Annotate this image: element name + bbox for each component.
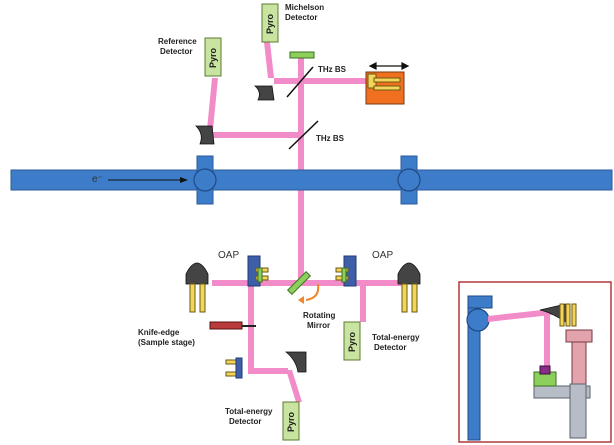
thz-beamsplitter-upper xyxy=(286,66,314,98)
michelson-moving-stage xyxy=(365,71,405,105)
total-energy-right-label-line1: Total-energy xyxy=(372,333,420,342)
total-energy-right-label-line2: Detector xyxy=(374,343,406,352)
rotation-arrowhead-icon xyxy=(298,296,304,304)
bottom-detector-mount xyxy=(225,357,243,379)
bottom-total-energy-pyro-detector: Pyro xyxy=(282,401,300,441)
oap-right xyxy=(397,262,421,313)
window-mount-right xyxy=(335,255,357,287)
michelson-detector-label-line1: Michelson xyxy=(285,3,324,12)
right-total-energy-pyro-detector: Pyro xyxy=(343,321,361,361)
knife-edge-label-line2: (Sample stage) xyxy=(138,338,195,347)
michelson-pyro-detector: Pyro xyxy=(261,3,279,43)
rotating-mirror-label-line2: Mirror xyxy=(307,321,330,330)
oap-left xyxy=(185,262,209,313)
rotating-mirror xyxy=(286,270,312,296)
thz-bs-lower-label: THz BS xyxy=(316,134,345,143)
total-energy-bottom-label-line2: Detector xyxy=(229,417,261,426)
michelson-focusing-mirror xyxy=(253,85,275,101)
electron-beamline: e⁻ xyxy=(10,169,613,191)
pyro-label: Pyro xyxy=(208,47,218,68)
reference-detector-label-line2: Detector xyxy=(160,47,192,56)
bottom-focusing-mirror xyxy=(284,351,307,373)
cross-port-left xyxy=(193,155,217,205)
michelson-fixed-mirror xyxy=(289,51,315,59)
stage-motion-arrow-icon xyxy=(368,62,410,70)
rotating-mirror-label-line1: Rotating xyxy=(303,311,336,320)
pyro-label: Pyro xyxy=(286,411,296,432)
michelson-detector-label-line2: Detector xyxy=(285,13,317,22)
electron-label: e⁻ xyxy=(92,174,103,185)
knife-edge-stage xyxy=(209,321,256,330)
pyro-label: Pyro xyxy=(265,13,275,34)
cross-port-right xyxy=(397,155,421,205)
rotation-arrow-icon xyxy=(305,283,320,301)
window-mount-left xyxy=(247,255,269,287)
thz-bs-upper-label: THz BS xyxy=(318,65,347,74)
knife-edge-label-line1: Knife-edge xyxy=(138,328,180,337)
reference-pyro-detector: Pyro xyxy=(204,37,222,77)
total-energy-bottom-label-line1: Total-energy xyxy=(225,407,273,416)
reference-detector-label-line1: Reference xyxy=(158,37,197,46)
reference-focusing-mirror xyxy=(195,125,215,145)
pyro-label: Pyro xyxy=(347,331,357,352)
inset-3d-view xyxy=(458,281,612,443)
oap-right-label: OAP xyxy=(372,250,393,261)
thz-beamsplitter-lower xyxy=(288,120,319,150)
oap-left-label: OAP xyxy=(218,250,239,261)
